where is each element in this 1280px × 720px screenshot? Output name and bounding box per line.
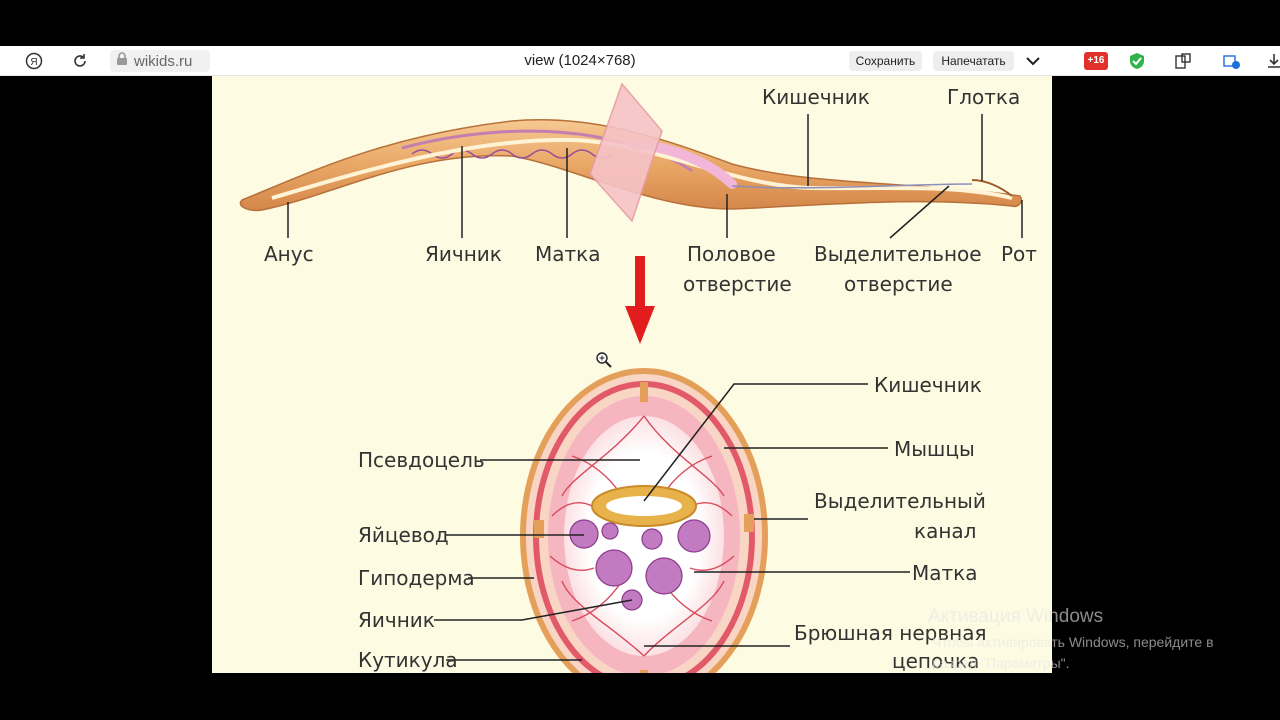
download-icon[interactable] — [1262, 49, 1280, 73]
section-leader-lines — [434, 383, 910, 661]
shield-check-icon[interactable] — [1125, 49, 1149, 73]
yandex-logo-icon[interactable]: Я — [22, 49, 46, 73]
worm-leader-lines — [287, 114, 1023, 239]
worm-label-mouth: Рот — [1001, 242, 1037, 266]
section-label-intestine: Кишечник — [874, 373, 982, 397]
chevron-down-icon[interactable] — [1021, 49, 1045, 73]
lock-icon — [116, 51, 128, 71]
section-label-cuticle: Кутикула — [358, 648, 458, 672]
section-label-excretory-canal-1: Выделительный — [814, 489, 986, 513]
nematode-anatomy-diagram: Кишечник Глотка Анус Яичник Матка Полово… — [239, 82, 1037, 673]
section-label-hypodermis: Гиподерма — [358, 566, 475, 590]
zoom-cursor-icon[interactable] — [596, 352, 612, 368]
section-label-muscles: Мышцы — [894, 437, 975, 461]
browser-toolbar: Я wikids.ru view (1024×768) Сохранить На… — [0, 46, 1280, 76]
windows-activation-title: Активация Windows — [928, 606, 1104, 627]
reload-icon[interactable] — [68, 49, 92, 73]
print-button[interactable]: Напечатать — [933, 51, 1014, 71]
worm-label-ovary: Яичник — [425, 242, 502, 266]
cross-section — [520, 368, 768, 673]
windows-activation-text: Чтобы активировать Windows, перейдите в … — [932, 632, 1252, 674]
section-label-ovary: Яичник — [358, 608, 435, 632]
section-label-uterus: Матка — [912, 561, 978, 585]
url-text: wikids.ru — [134, 52, 193, 70]
notifications-badge[interactable]: +16 — [1084, 52, 1108, 70]
section-plane — [589, 82, 663, 223]
section-label-oviduct: Яйцевод — [358, 523, 449, 547]
address-bar[interactable]: wikids.ru — [110, 50, 210, 72]
windows-activation-line-2: раздел "Параметры". — [932, 655, 1070, 671]
worm-label-excretory-1: Выделительное — [814, 242, 982, 266]
worm-label-uterus: Матка — [535, 242, 601, 266]
page-title: view (1024×768) — [524, 52, 636, 69]
red-down-arrow-icon — [625, 256, 655, 344]
worm-label-pharynx: Глотка — [947, 85, 1020, 109]
section-label-nerve-cord-2: цепочка — [892, 649, 979, 673]
save-button[interactable]: Сохранить — [849, 51, 922, 71]
worm-label-genital-1: Половое — [687, 242, 776, 266]
section-label-pseudocoel: Псевдоцель — [358, 448, 485, 472]
section-label-nerve-cord-1: Брюшная нервная — [794, 621, 987, 645]
worm-label-genital-2: отверстие — [683, 272, 792, 296]
extension-icon[interactable] — [1171, 49, 1195, 73]
screenshot-icon[interactable] — [1220, 49, 1244, 73]
section-label-excretory-canal-2: канал — [914, 519, 976, 543]
slide-image: Кишечник Глотка Анус Яичник Матка Полово… — [212, 76, 1052, 673]
worm-label-anus: Анус — [264, 242, 314, 266]
svg-text:Я: Я — [30, 57, 37, 68]
worm-label-intestine: Кишечник — [762, 85, 870, 109]
worm-label-excretory-2: отверстие — [844, 272, 953, 296]
windows-activation-line-1: Чтобы активировать Windows, перейдите в — [932, 634, 1214, 650]
